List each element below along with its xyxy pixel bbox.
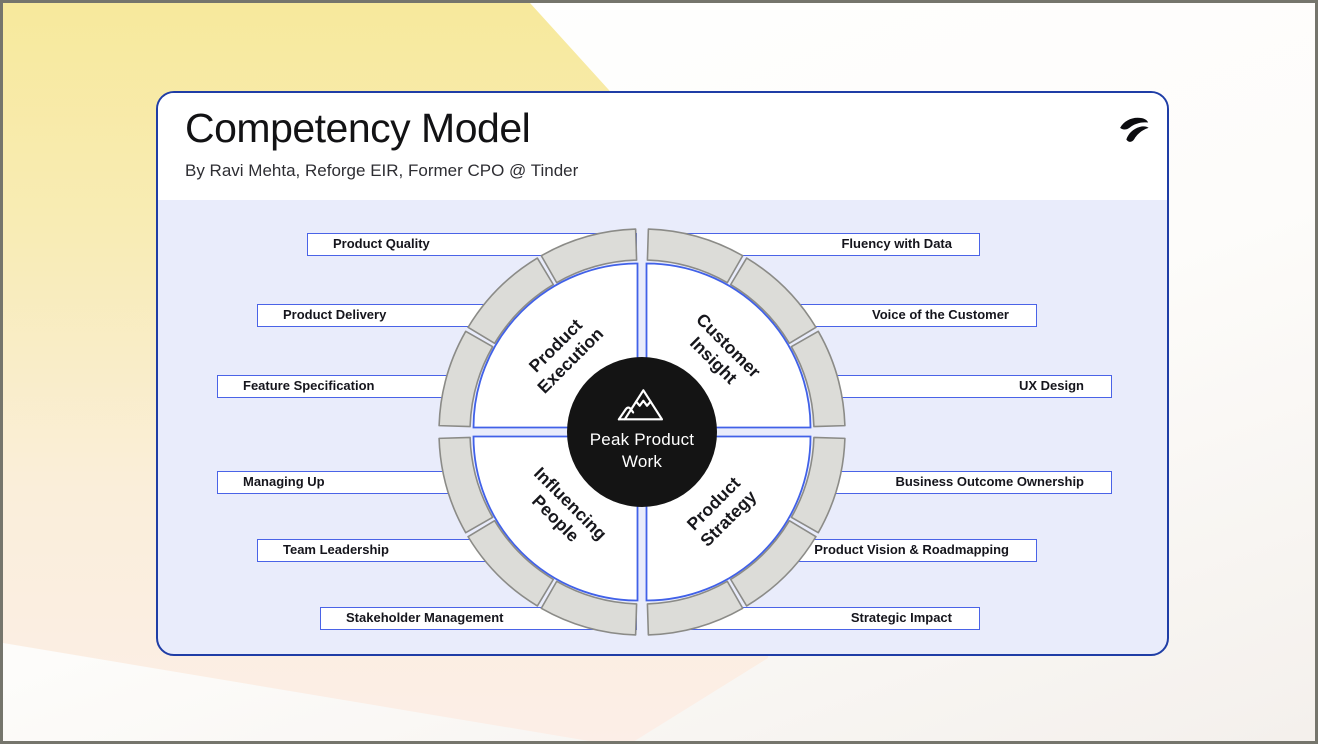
competency-label-feature-specification: Feature Specification: [217, 375, 470, 398]
ring-segment: [646, 228, 744, 284]
ring-segment: [790, 330, 846, 428]
mountain-icon: [617, 389, 664, 421]
ring-segment: [729, 257, 817, 345]
competency-label-product-delivery: Product Delivery: [257, 304, 510, 327]
ring-segment: [467, 257, 555, 345]
page-title: Competency Model: [185, 105, 531, 151]
center-label-line2: Work: [621, 452, 663, 472]
ring-segment: [467, 519, 555, 607]
competency-label-ux-design: UX Design: [813, 375, 1112, 398]
ring-segment: [729, 519, 817, 607]
center-label-line1: Peak Product: [589, 430, 695, 449]
ring-segment: [540, 228, 638, 284]
competency-label-business-outcome-ownership: Business Outcome Ownership: [813, 471, 1112, 494]
competency-label-product-vision-roadmapping: Product Vision & Roadmapping: [773, 539, 1037, 562]
ring-segment: [438, 436, 494, 534]
ring-segment: [438, 330, 494, 428]
competency-model-card: Competency Model By Ravi Mehta, Reforge …: [156, 91, 1169, 656]
ring-segment: [646, 580, 744, 636]
ring-segment: [540, 580, 638, 636]
competency-wheel: [438, 228, 846, 636]
reforge-logo-icon: [1120, 117, 1149, 142]
card-header: Competency Model By Ravi Mehta, Reforge …: [158, 93, 1167, 200]
ring-segment: [790, 436, 846, 534]
page-subtitle: By Ravi Mehta, Reforge EIR, Former CPO @…: [185, 161, 579, 180]
competency-label-team-leadership: Team Leadership: [257, 539, 510, 562]
competency-label-voice-of-the-customer: Voice of the Customer: [773, 304, 1037, 327]
competency-label-managing-up: Managing Up: [217, 471, 470, 494]
